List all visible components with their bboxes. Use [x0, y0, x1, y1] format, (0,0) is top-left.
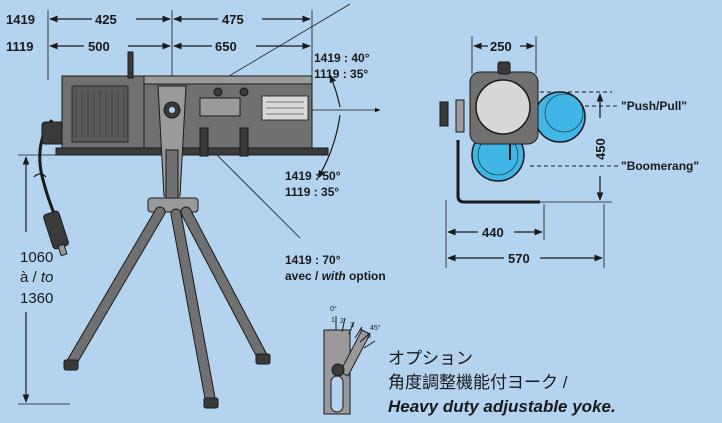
- spotlight-side-view: [33, 51, 329, 257]
- front-height-label: 450: [593, 138, 608, 160]
- front-stand-frame: [456, 140, 540, 204]
- length-dimensions: 1419 425 475 1119 500 650: [6, 10, 313, 110]
- yoke-scale-2: 2: [340, 318, 344, 325]
- height-max: 1360: [20, 290, 53, 307]
- caption-yoke-jp: 角度調整機能付ヨーク /: [388, 373, 568, 392]
- yoke-detail-pivot: [331, 363, 345, 377]
- yoke-scale-3: 3: [350, 322, 354, 329]
- vent-pattern: [75, 90, 125, 138]
- power-plug: [43, 210, 69, 250]
- tripod-leg-center: [171, 209, 215, 403]
- dim-row1-b: 475: [222, 12, 244, 27]
- yoke-scale-5: 5: [367, 333, 371, 340]
- yoke-scale-1: 1: [331, 317, 335, 324]
- tilt-option-note: avec / with option: [285, 269, 386, 283]
- plug-pin: [57, 243, 68, 257]
- boomerang-label: "Boomerang": [621, 159, 699, 173]
- height-dimension: [18, 154, 70, 405]
- height-sep: à / to: [20, 269, 53, 286]
- front-view: [439, 36, 618, 268]
- foot-right: [255, 353, 271, 365]
- front-side-clamp: [455, 99, 465, 133]
- dim-row1-model: 1419: [6, 12, 35, 27]
- base-inner-label: 440: [482, 225, 504, 240]
- dim-row2-a: 500: [88, 39, 110, 54]
- body-top-strip: [143, 75, 313, 85]
- shutter-block: [199, 97, 241, 117]
- tilt-up-1119: 1119 : 35°: [314, 67, 368, 81]
- yoke-detail: [323, 316, 376, 415]
- dim-row1-a: 425: [95, 12, 117, 27]
- front-width-label: 250: [490, 39, 512, 54]
- tripod-leg-left: [67, 207, 165, 367]
- tilt-option-1419: 1419 : 70°: [285, 253, 341, 267]
- front-top-knob: [497, 61, 511, 75]
- dim-row2-model: 1119: [6, 39, 34, 54]
- pivot-center: [169, 107, 175, 113]
- dim-row2-b: 650: [215, 39, 237, 54]
- yoke-detail-arm: [339, 329, 371, 377]
- tilt-up-arc: [329, 74, 341, 108]
- foot-center: [203, 397, 219, 409]
- handle-post: [127, 51, 134, 79]
- tilt-down-1419: 1419 : 50°: [285, 169, 341, 183]
- height-min: 1060: [20, 249, 53, 266]
- focus-knob-2: [239, 87, 249, 97]
- tilt-down-arc: [317, 114, 341, 179]
- label-plate-lines: [266, 101, 304, 115]
- caption-option-jp: オプション: [388, 349, 473, 368]
- cable-break-mark: [33, 173, 47, 178]
- push-pull-label: "Push/Pull": [621, 99, 687, 113]
- tilt-down-1119: 1119 : 35°: [285, 185, 339, 199]
- foot-left: [63, 359, 79, 371]
- rail-clamp-1: [199, 127, 209, 157]
- front-lens: [475, 79, 531, 135]
- front-side-handle: [439, 101, 449, 127]
- tilt-up-1419: 1419 : 40°: [314, 51, 370, 65]
- bottom-rail: [55, 147, 329, 156]
- focus-knob-1: [213, 87, 223, 97]
- yoke-scale-4: 4: [359, 327, 363, 334]
- tripod-stand: [63, 149, 271, 409]
- yoke-scale-0: 0°: [330, 305, 337, 313]
- caption-yoke-en: Heavy duty adjustable yoke.: [388, 397, 616, 416]
- push-pull-gel-inner: [544, 93, 584, 133]
- tripod-leg-right: [181, 207, 267, 361]
- yoke-scale-45: 45°: [370, 324, 381, 332]
- yoke-scale-ticks: [335, 316, 376, 349]
- base-outer-label: 570: [508, 251, 530, 266]
- yoke-detail-slot: [330, 375, 344, 413]
- rail-clamp-2: [239, 127, 249, 157]
